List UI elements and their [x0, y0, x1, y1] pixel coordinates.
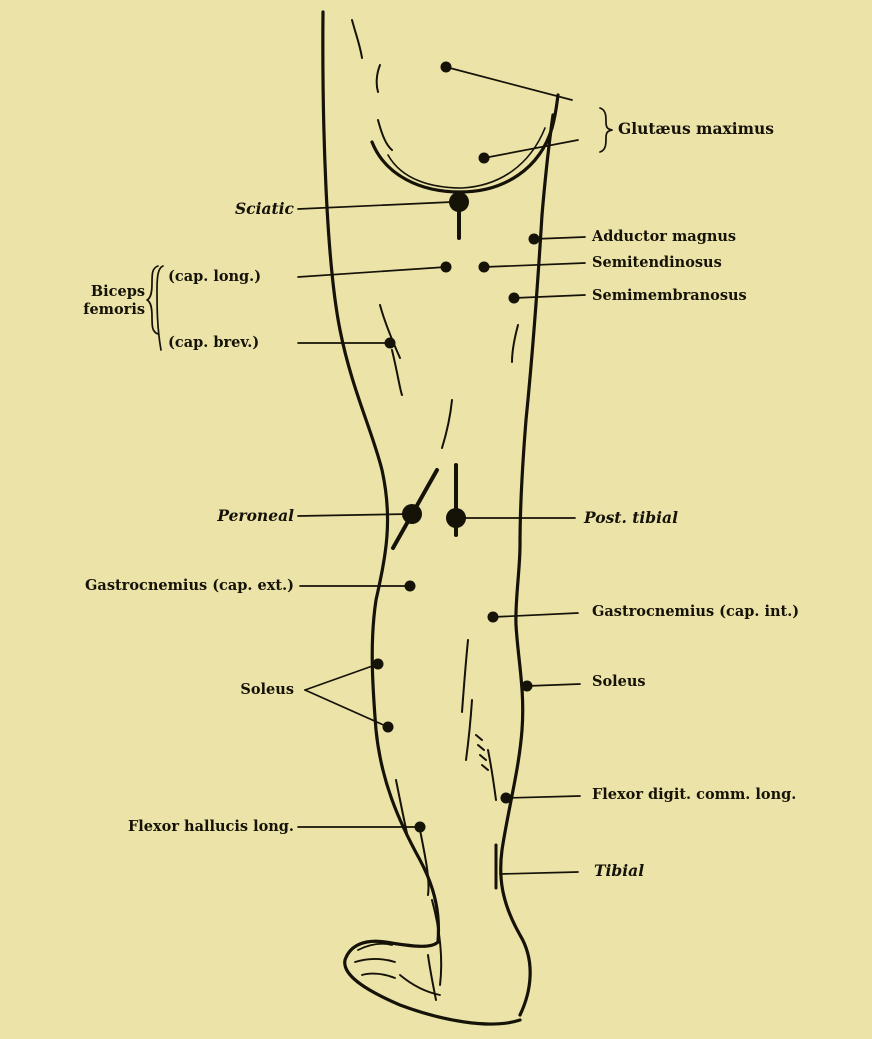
label-flexor-digit: Flexor digit. comm. long.	[592, 786, 796, 804]
leader-flexor-digit	[506, 796, 580, 798]
point-gluteus-upper	[441, 62, 452, 73]
leader-gluteus-upper	[446, 67, 572, 100]
leader-tibial	[500, 872, 578, 874]
point-soleus-left-upper	[373, 659, 384, 670]
gluteus-brace	[600, 108, 612, 152]
label-flexor-hallucis: Flexor hallucis long.	[4, 818, 294, 836]
label-semitendinosus: Semitendinosus	[592, 254, 722, 272]
leg-outline-left	[323, 12, 439, 942]
leg-outline-right	[501, 115, 553, 1015]
label-gastrocnemius-ext: Gastrocnemius (cap. ext.)	[4, 577, 294, 595]
gluteal-fold	[372, 95, 558, 192]
leader-soleus-right	[527, 684, 580, 686]
thigh-shading-strokes	[352, 20, 518, 448]
label-tibial: Tibial	[594, 862, 644, 880]
point-adductor	[529, 234, 540, 245]
label-gluteus-maximus: Glutæus maximus	[618, 120, 774, 138]
label-gastrocnemius-int: Gastrocnemius (cap. int.)	[592, 603, 799, 621]
leader-gastro-int	[493, 613, 578, 617]
gluteal-fold-inner	[388, 128, 545, 188]
label-semimembranosus: Semimembranosus	[592, 287, 747, 305]
leader-soleus-left-upper	[305, 664, 378, 690]
point-semimembranosus	[509, 293, 520, 304]
point-soleus-left-lower	[383, 722, 394, 733]
label-soleus-right: Soleus	[592, 673, 646, 691]
leader-semitendinosus	[484, 263, 585, 267]
point-post-tibial	[446, 508, 466, 528]
label-cap-long: (cap. long.)	[168, 268, 261, 286]
biceps-brace-inner	[157, 266, 163, 350]
leader-peroneal	[298, 514, 410, 516]
point-flexor-digit	[501, 793, 512, 804]
point-sciatic	[449, 192, 469, 212]
label-biceps: Biceps	[60, 283, 145, 301]
point-gastro-ext	[405, 581, 416, 592]
point-soleus-right	[522, 681, 533, 692]
label-sciatic: Sciatic	[200, 200, 294, 218]
leader-sciatic	[298, 202, 452, 209]
point-biceps-brev	[385, 338, 396, 349]
point-gastro-int	[488, 612, 499, 623]
label-peroneal: Peroneal	[180, 507, 294, 525]
label-femoris: femoris	[60, 301, 145, 319]
label-cap-brev: (cap. brev.)	[168, 334, 259, 352]
point-semitendinosus	[479, 262, 490, 273]
leader-lines	[298, 67, 585, 874]
label-post-tibial: Post. tibial	[584, 509, 678, 527]
point-flexor-hallucis	[415, 822, 426, 833]
point-biceps-long	[441, 262, 452, 273]
leader-gluteus-lower	[484, 140, 578, 158]
leader-semimembranosus	[514, 295, 585, 298]
leader-cap-long	[298, 267, 446, 277]
point-gluteus-lower	[479, 153, 490, 164]
label-adductor-magnus: Adductor magnus	[592, 228, 736, 246]
label-soleus-left: Soleus	[200, 681, 294, 699]
point-peroneal	[402, 504, 422, 524]
calf-shading-strokes	[396, 640, 496, 895]
